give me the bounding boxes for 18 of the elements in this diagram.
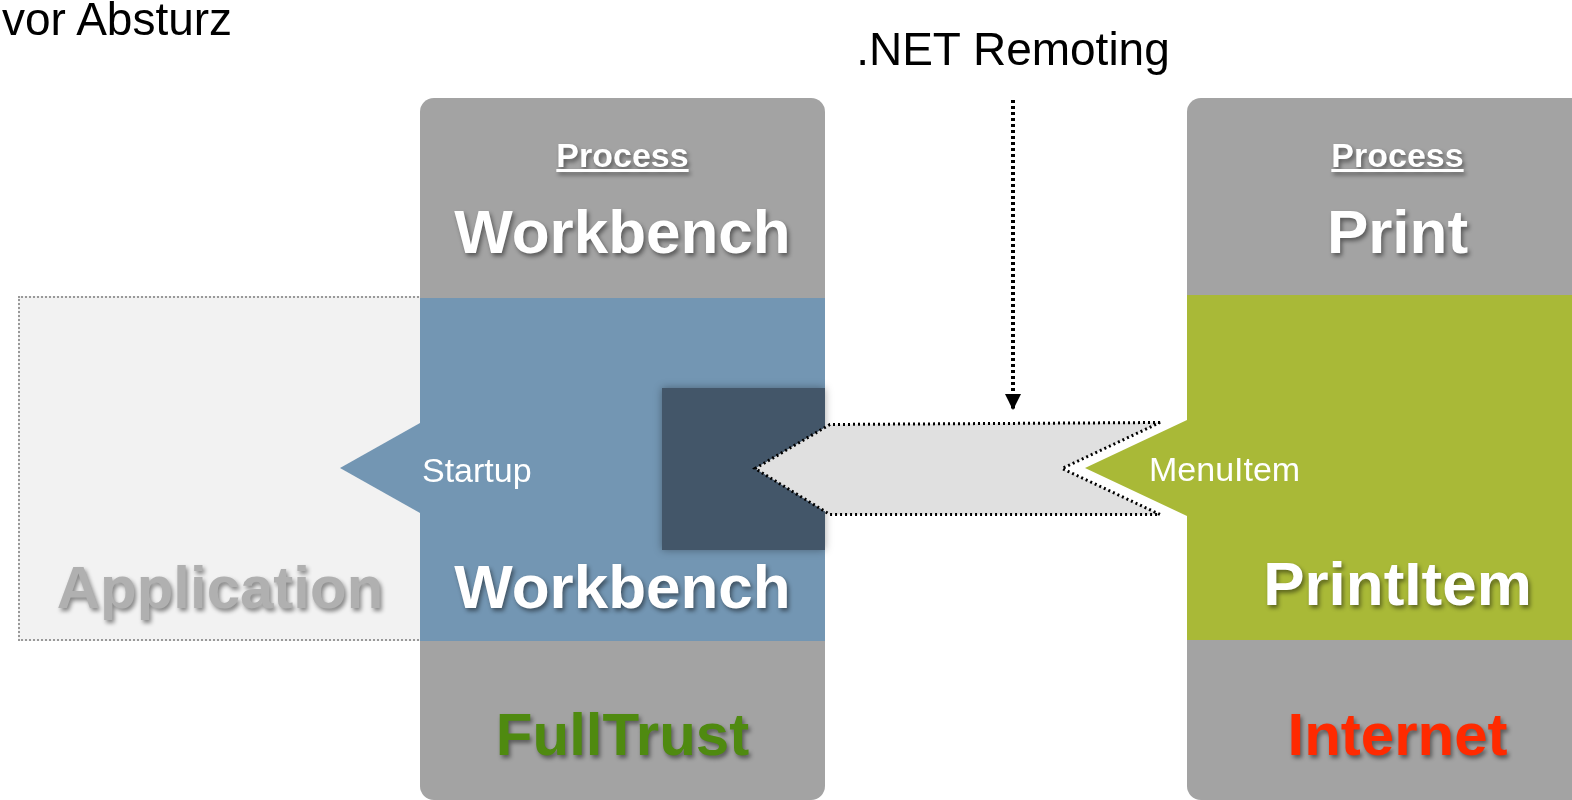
class-name: Workbench — [453, 556, 792, 618]
heading-text: vor Absturz — [2, 0, 233, 42]
tab-pointer — [340, 423, 420, 513]
tab-label: Startup — [422, 453, 532, 487]
process-name: Workbench — [453, 201, 792, 263]
process-heading: Process — [1330, 138, 1465, 172]
trust-level: Internet — [1286, 705, 1509, 765]
dotted-arrow — [1005, 100, 1021, 411]
tab-label: MenuItem — [1149, 452, 1301, 486]
process-heading: Process — [555, 138, 690, 172]
class-name: PrintItem — [1262, 553, 1533, 615]
class-band — [420, 298, 825, 641]
process-name: Print — [1325, 201, 1470, 263]
application-box — [18, 296, 422, 641]
remoting-arrow — [752, 421, 1162, 516]
process-column — [420, 98, 825, 800]
class-name: Application — [55, 558, 385, 618]
trust-level: FullTrust — [494, 705, 751, 765]
